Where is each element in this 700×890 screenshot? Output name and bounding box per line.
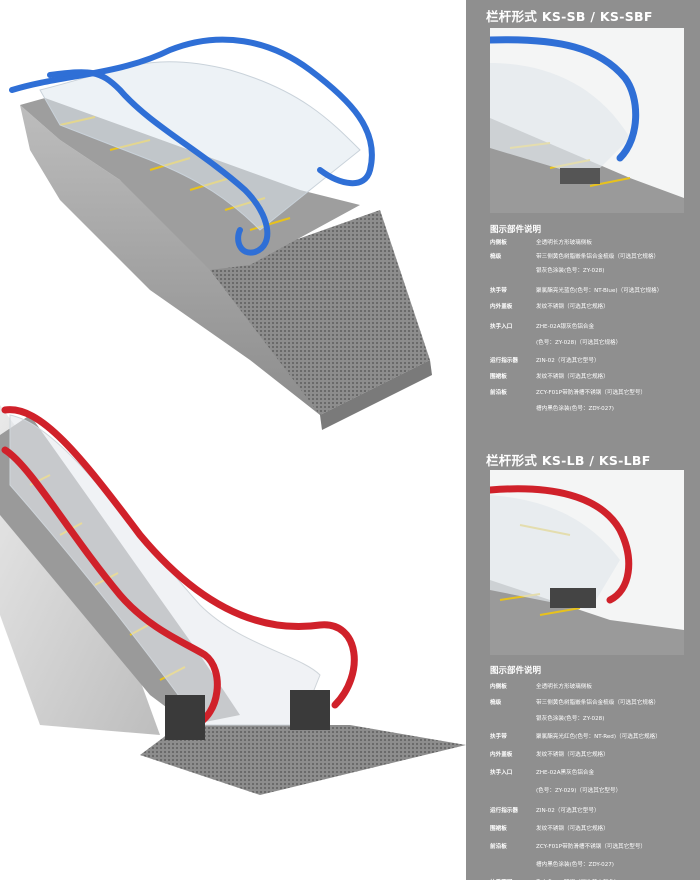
spec-label: 前沿板 [490, 844, 507, 850]
spec-value: ZCY-F01P带防滑槽不锈钢（可选其它型号） [536, 390, 647, 396]
spec-value: 发纹不锈钢（可选其它规格） [536, 304, 609, 310]
spec-panel-ks-sb: 栏杆形式 KS-SB / KS-SBF 图示部件说明 内侧板 全透明长方形玻璃侧板… [466, 0, 700, 440]
spec-sidebar: 栏杆形式 KS-SB / KS-SBF 图示部件说明 内侧板全透明长方形玻璃侧板… [466, 0, 700, 886]
spec-label: 扶手入口 [490, 770, 513, 776]
thumbnail-blue [490, 28, 684, 213]
escalator-red-illustration [0, 405, 466, 795]
panel-title: 栏杆形式 KS-LB / KS-LBF [486, 453, 651, 468]
spec-label: 内侧板 [490, 684, 507, 690]
truss-side [20, 105, 320, 415]
spec-value: (色号：ZY-028)（可选其它规格） [536, 340, 622, 346]
spec-label: 梳级 [490, 700, 502, 706]
spec-value: 带三侧黄色树脂嵌条铝合金梳级（可选其它规格） [536, 700, 660, 706]
handrail-red-outer [1, 406, 358, 709]
spec-value: 全透明长方形玻璃侧板 [536, 240, 592, 246]
spec-value: 带三侧黄色树脂嵌条铝合金梳级（可选其它规格） [536, 254, 660, 260]
spec-value: 发纹不锈钢（可选其它规格） [536, 374, 609, 380]
spec-label: 扶手带 [490, 734, 507, 740]
spec-label: 内外盖板 [490, 304, 513, 310]
spec-panel-ks-lb: 栏杆形式 KS-LB / KS-LBF 图示部件说明 内侧板 全透明长方形玻璃侧板… [466, 440, 700, 886]
spec-value: ZHE-02A黑灰色铝合金 [536, 770, 595, 776]
spec-value: 乳白色LED照明（可选其它颜色） [536, 880, 620, 886]
spec-label: 扶手带 [490, 288, 507, 294]
spec-label: 围裙板 [490, 826, 507, 832]
spec-value: ZHE-02A银灰色铝合金 [536, 324, 595, 330]
spec-label: 运行指示器 [490, 358, 518, 364]
spec-value: 聚氯酯亮光蓝色(色号：NT-Blue)（可选其它规格） [536, 288, 663, 294]
escalator-blue-illustration [9, 36, 432, 430]
spec-value: 发纹不锈钢（可选其它规格） [536, 752, 609, 758]
spec-value: 槽内黑色涂装(色号：ZDY-027) [536, 406, 614, 412]
spec-value: 银灰色涂装(色号：ZY-028) [536, 268, 605, 274]
spec-label: 围裙板 [490, 374, 507, 380]
spec-value: 全透明长方形玻璃侧板 [536, 684, 592, 690]
illustration-area [0, 36, 466, 795]
landing-floor [140, 725, 466, 795]
spec-value: 银灰色涂装(色号：ZY-028) [536, 716, 605, 722]
spec-value: ZIN-02（可选其它型号） [536, 358, 600, 364]
newel-base [290, 690, 330, 730]
spec-value: 聚氯酯亮光红色(色号：NT-Red)（可选其它规格） [536, 734, 661, 740]
spec-label: 前沿板 [490, 390, 507, 396]
spec-label: 内侧板 [490, 240, 507, 246]
handrail-blue-outer [9, 36, 375, 187]
spec-label: 扶手照明 [490, 880, 513, 886]
landing-floor [210, 210, 430, 415]
spec-value: 槽内黑色涂装(色号：ZDY-027) [536, 862, 614, 868]
thumbnail-red [490, 470, 684, 655]
spec-value: (色号：ZY-029)（可选其它型号） [536, 788, 622, 794]
legend-title: 图示部件说明 [490, 225, 542, 235]
spec-label: 内外盖板 [490, 752, 513, 758]
newel-base [165, 695, 205, 740]
spec-value: ZIN-02（可选其它型号） [536, 808, 600, 814]
handrail-blue-inner [47, 69, 271, 256]
panel-title: 栏杆形式 KS-SB / KS-SBF [486, 9, 653, 24]
spec-label: 扶手入口 [490, 324, 513, 330]
spec-value: ZCY-F01P带防滑槽不锈钢（可选其它型号） [536, 844, 647, 850]
spec-label: 梳级 [490, 254, 502, 260]
legend-title: 图示部件说明 [490, 666, 542, 676]
spec-label: 运行指示器 [490, 808, 518, 814]
spec-value: 发纹不锈钢（可选其它规格） [536, 826, 609, 832]
handrail-red-inner [1, 446, 221, 729]
